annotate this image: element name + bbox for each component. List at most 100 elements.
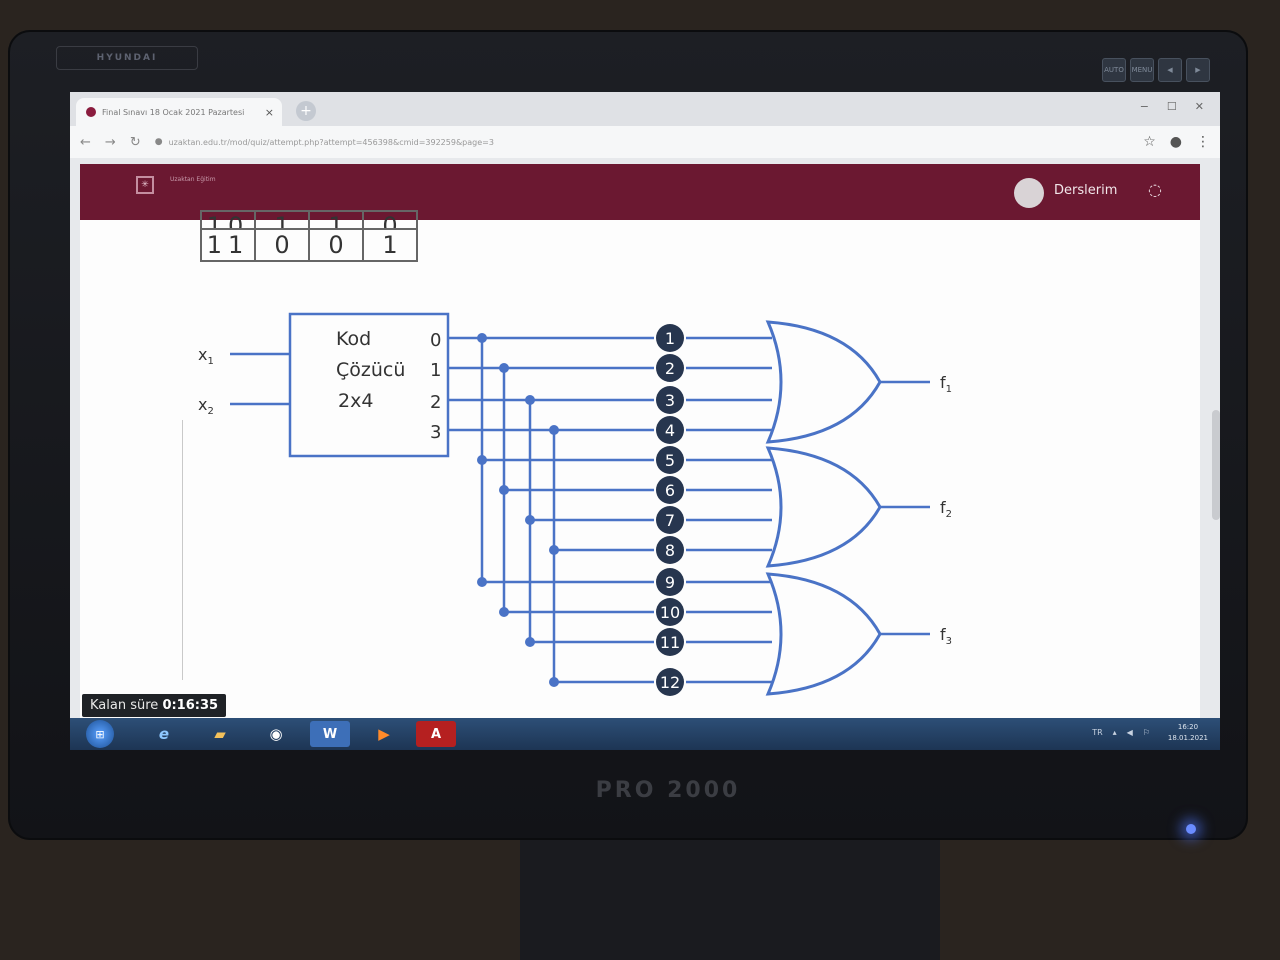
output-label: f1 <box>940 373 952 395</box>
output-label: f2 <box>940 498 952 520</box>
account-icon[interactable]: ● <box>1169 134 1182 150</box>
avatar[interactable] <box>1014 178 1044 208</box>
new-tab-button[interactable]: + <box>296 101 316 121</box>
osd-button[interactable]: MENU <box>1130 58 1154 82</box>
browser-tab[interactable]: Final Sınavı 18 Ocak 2021 Pazartesi × <box>76 98 282 126</box>
close-tab-icon[interactable]: × <box>264 105 274 119</box>
system-tray: TR ▴ ◀ ⚐ <box>1092 728 1150 737</box>
volume-icon[interactable]: ◀ <box>1126 728 1133 737</box>
remaining-time-label: Kalan süre <box>90 698 159 713</box>
or-gate <box>765 320 882 444</box>
line-number-label: 8 <box>665 541 675 560</box>
junction-dot <box>477 333 487 343</box>
line-number-badge <box>656 598 684 626</box>
line-number-badge <box>656 416 684 444</box>
language-indicator[interactable]: TR <box>1092 728 1103 737</box>
truth-table-cell: 0 <box>308 228 364 262</box>
site-logo-icon[interactable]: ✳ <box>136 176 154 194</box>
action-center-icon[interactable]: ⚐ <box>1142 728 1150 737</box>
clock-date: 18.01.2021 <box>1167 734 1208 742</box>
line-number-badge <box>656 568 684 596</box>
input-label: x2 <box>198 395 214 417</box>
clock-time: 16:20 <box>1177 723 1199 731</box>
input-label: x1 <box>198 345 214 367</box>
taskbar-clock[interactable]: 16:20 18.01.2021 <box>1168 722 1208 744</box>
truth-table-cell: 1 <box>362 228 418 262</box>
line-number-label: 1 <box>665 329 675 348</box>
site-name[interactable]: Uzaktan Eğitim <box>170 176 216 183</box>
junction-dot <box>499 485 509 495</box>
junction-dot <box>525 515 535 525</box>
decoder-label: Kod <box>336 328 371 350</box>
decoder-box <box>288 312 450 458</box>
junction-dot <box>549 677 559 687</box>
line-number-badge <box>656 446 684 474</box>
forward-icon[interactable]: → <box>104 134 116 150</box>
close-window-icon[interactable]: ✕ <box>1194 100 1204 113</box>
junction-dot <box>499 363 509 373</box>
line-number-label: 11 <box>660 633 680 652</box>
screen: Final Sınavı 18 Ocak 2021 Pazartesi × + … <box>70 92 1220 750</box>
browser-toolbar: ← → ↻ ● uzaktan.edu.tr/mod/quiz/attempt.… <box>70 126 1220 158</box>
line-number-badge <box>656 506 684 534</box>
back-icon[interactable]: ← <box>80 134 91 150</box>
osd-button[interactable]: AUTO <box>1102 58 1126 82</box>
truth-table-cell: 0 <box>254 228 310 262</box>
show-hidden-icons-icon[interactable]: ▴ <box>1112 728 1117 737</box>
junction-dot <box>549 545 559 555</box>
address-bar[interactable]: ● uzaktan.edu.tr/mod/quiz/attempt.php?at… <box>155 137 1130 147</box>
start-button[interactable]: ⊞ <box>86 720 114 748</box>
chrome-icon[interactable]: ◉ <box>269 725 283 743</box>
favicon-icon <box>86 107 96 117</box>
my-courses-link[interactable]: Derslerim <box>1054 183 1118 198</box>
line-number-label: 10 <box>660 603 680 622</box>
maximize-icon[interactable]: ☐ <box>1166 100 1177 113</box>
minimize-icon[interactable]: − <box>1139 100 1149 113</box>
truth-table-row: 11 0 0 1 <box>200 228 418 262</box>
junction-dot <box>525 395 535 405</box>
osd-button[interactable]: ◀ <box>1158 58 1182 82</box>
line-number-badge <box>656 324 684 352</box>
junction-dot <box>477 577 487 587</box>
line-number-label: 6 <box>665 481 675 500</box>
tab-title: Final Sınavı 18 Ocak 2021 Pazartesi <box>102 107 245 117</box>
decoder-label: 2x4 <box>338 390 373 412</box>
junction-dot <box>477 455 487 465</box>
taskbar: ⊞ e ▰ ◉ W ▶ A TR ▴ ◀ ⚐ 16:20 18.01.2021 <box>70 718 1220 750</box>
media-player-icon[interactable]: ▶ <box>378 725 390 743</box>
page-scrollbar[interactable] <box>1212 410 1220 520</box>
truth-table-cell: 11 <box>200 228 256 262</box>
line-number-label: 5 <box>665 451 675 470</box>
bookmark-star-icon[interactable]: ☆ <box>1143 134 1156 150</box>
decoder-output-label: 0 <box>430 330 441 351</box>
decoder-output-label: 2 <box>430 392 441 413</box>
or-gate <box>765 446 882 568</box>
output-label: f3 <box>940 625 952 647</box>
file-explorer-icon[interactable]: ▰ <box>214 725 226 743</box>
browser-menu-icon[interactable]: ⋮ <box>1196 134 1210 150</box>
line-number-badge <box>656 476 684 504</box>
acrobat-icon[interactable]: A <box>416 721 456 747</box>
browser-tabbar: Final Sınavı 18 Ocak 2021 Pazartesi × + … <box>70 92 1220 126</box>
line-number-label: 4 <box>665 421 675 440</box>
internet-explorer-icon[interactable]: e <box>158 725 170 743</box>
line-number-badge <box>656 354 684 382</box>
line-number-label: 7 <box>665 511 675 530</box>
word-icon[interactable]: W <box>310 721 350 747</box>
line-number-badge <box>656 536 684 564</box>
junction-dot <box>499 607 509 617</box>
chat-icon[interactable]: ◌ <box>1148 180 1162 199</box>
power-led <box>1186 824 1196 834</box>
line-number-badge <box>656 628 684 656</box>
window-controls: − ☐ ✕ <box>1140 100 1204 113</box>
remaining-time-value: 0:16:35 <box>162 698 219 713</box>
monitor-brand-bottom: PRO 2000 <box>595 778 741 803</box>
reload-icon[interactable]: ↻ <box>129 134 141 150</box>
lock-icon: ● <box>154 137 163 147</box>
line-number-badge <box>656 668 684 696</box>
remaining-time-badge: Kalan süre 0:16:35 <box>82 694 227 717</box>
osd-button[interactable]: ▶ <box>1186 58 1210 82</box>
junction-dot <box>525 637 535 647</box>
